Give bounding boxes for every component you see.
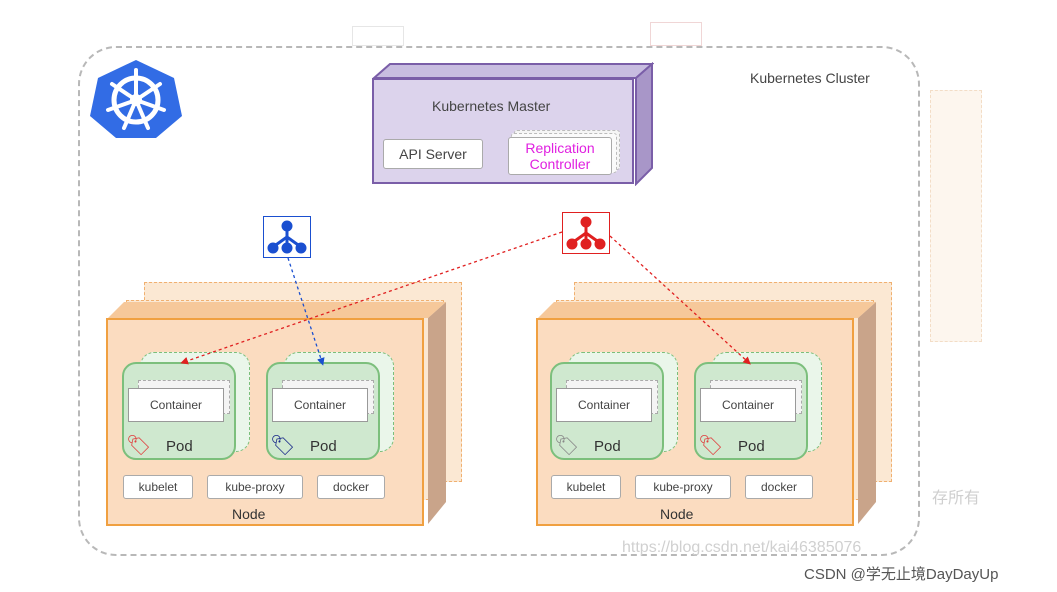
background-fragment-top-2 [650,22,702,46]
cluster-label: Kubernetes Cluster [750,70,870,86]
node-3d-edge [538,302,876,524]
red-service-to-pod-line-1 [180,231,563,365]
replication-controller-box: Replication Controller [508,137,612,175]
api-server-box: API Server [383,139,483,169]
pod-tag-icon: 🏷 [698,435,724,457]
pod-label: Pod [594,438,621,455]
kube-proxy-box: kube-proxy [207,475,303,499]
docker-box: docker [317,475,385,499]
replication-controller-line1: Replication [525,140,595,156]
container-box: Container [700,388,796,422]
replication-controller-line2: Controller [529,156,591,172]
kubelet-box: kubelet [123,475,193,499]
pod-label: Pod [166,438,193,455]
node-label: Node [232,506,266,522]
pod-label: Pod [738,438,765,455]
background-text-fragment: 存所有 [932,490,981,507]
service-blue-icon [267,220,307,254]
csdn-footer: CSDN @学无止境DayDayUp [804,566,999,583]
service-blue-box [263,216,311,258]
node-3d-edge [108,302,446,524]
kubernetes-logo-icon [90,60,182,138]
pod-tag-icon: 🏷 [270,435,296,457]
blue-service-to-pod-line [287,257,325,366]
service-red-box [562,212,610,254]
kube-proxy-box: kube-proxy [635,475,731,499]
background-fragment-left [930,90,982,342]
master-title: Kubernetes Master [432,98,551,114]
watermark-url: https://blog.csdn.net/kai46385076 [622,539,862,556]
pod-label: Pod [310,438,337,455]
red-service-to-pod-line-2 [609,235,751,365]
background-fragment-top [352,26,404,46]
pod-tag-icon: 🏷 [554,435,580,457]
docker-box: docker [745,475,813,499]
node-label: Node [660,506,694,522]
service-red-icon [566,216,606,250]
container-box: Container [272,388,368,422]
container-box: Container [128,388,224,422]
pod-tag-icon: 🏷 [126,435,152,457]
container-box: Container [556,388,652,422]
kubelet-box: kubelet [551,475,621,499]
